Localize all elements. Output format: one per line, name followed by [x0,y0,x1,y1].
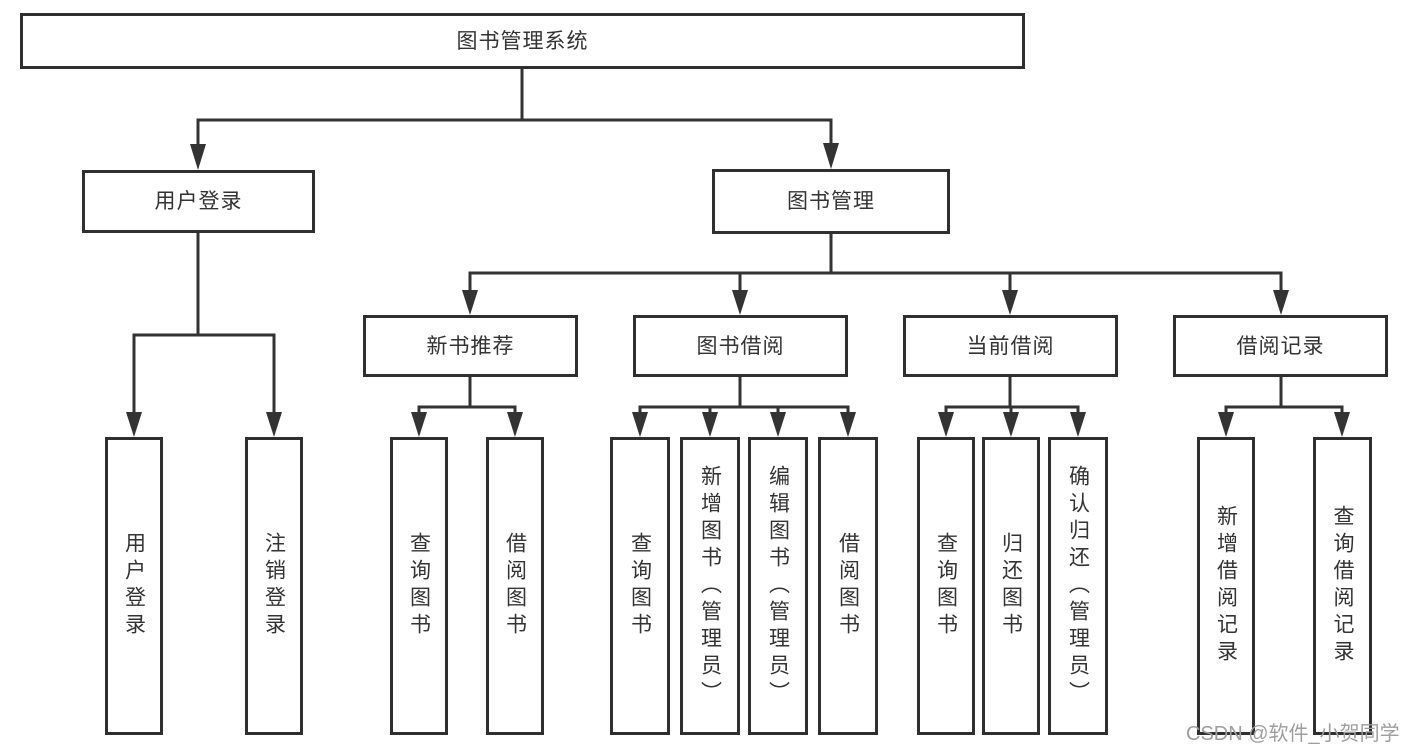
leaf-add-books-admin: 新增图书（管理员） [680,437,740,735]
arrowhead-icons [126,143,1350,437]
leaf-confirm-return-admin: 确认归还（管理员） [1048,437,1108,735]
leaf-query-books-borrowing: 查询图书 [610,437,670,735]
node-new-book-recommendation: 新书推荐 [363,315,578,377]
csdn-watermark: CSDN @软件_小贺同学 [1186,723,1400,745]
leaf-borrow-books-recommendation: 借阅图书 [486,437,544,735]
node-library-management-system: 图书管理系统 [20,13,1025,69]
leaf-logout: 注销登录 [245,437,303,735]
leaf-return-books: 归还图书 [982,437,1040,735]
leaf-query-books-recommendation: 查询图书 [390,437,448,735]
leaf-borrow-books-borrowing: 借阅图书 [818,437,878,735]
node-book-management: 图书管理 [712,169,950,234]
node-user-login: 用户登录 [82,170,315,233]
node-current-borrowing: 当前借阅 [903,315,1118,377]
node-borrowing-records: 借阅记录 [1173,315,1388,377]
leaf-query-books-current: 查询图书 [917,437,975,735]
leaf-add-borrow-record: 新增借阅记录 [1197,437,1255,735]
leaf-user-login: 用户登录 [105,437,163,735]
leaf-edit-books-admin: 编辑图书（管理员） [748,437,808,735]
leaf-query-borrow-record: 查询借阅记录 [1313,437,1372,735]
node-book-borrowing: 图书借阅 [633,315,848,377]
